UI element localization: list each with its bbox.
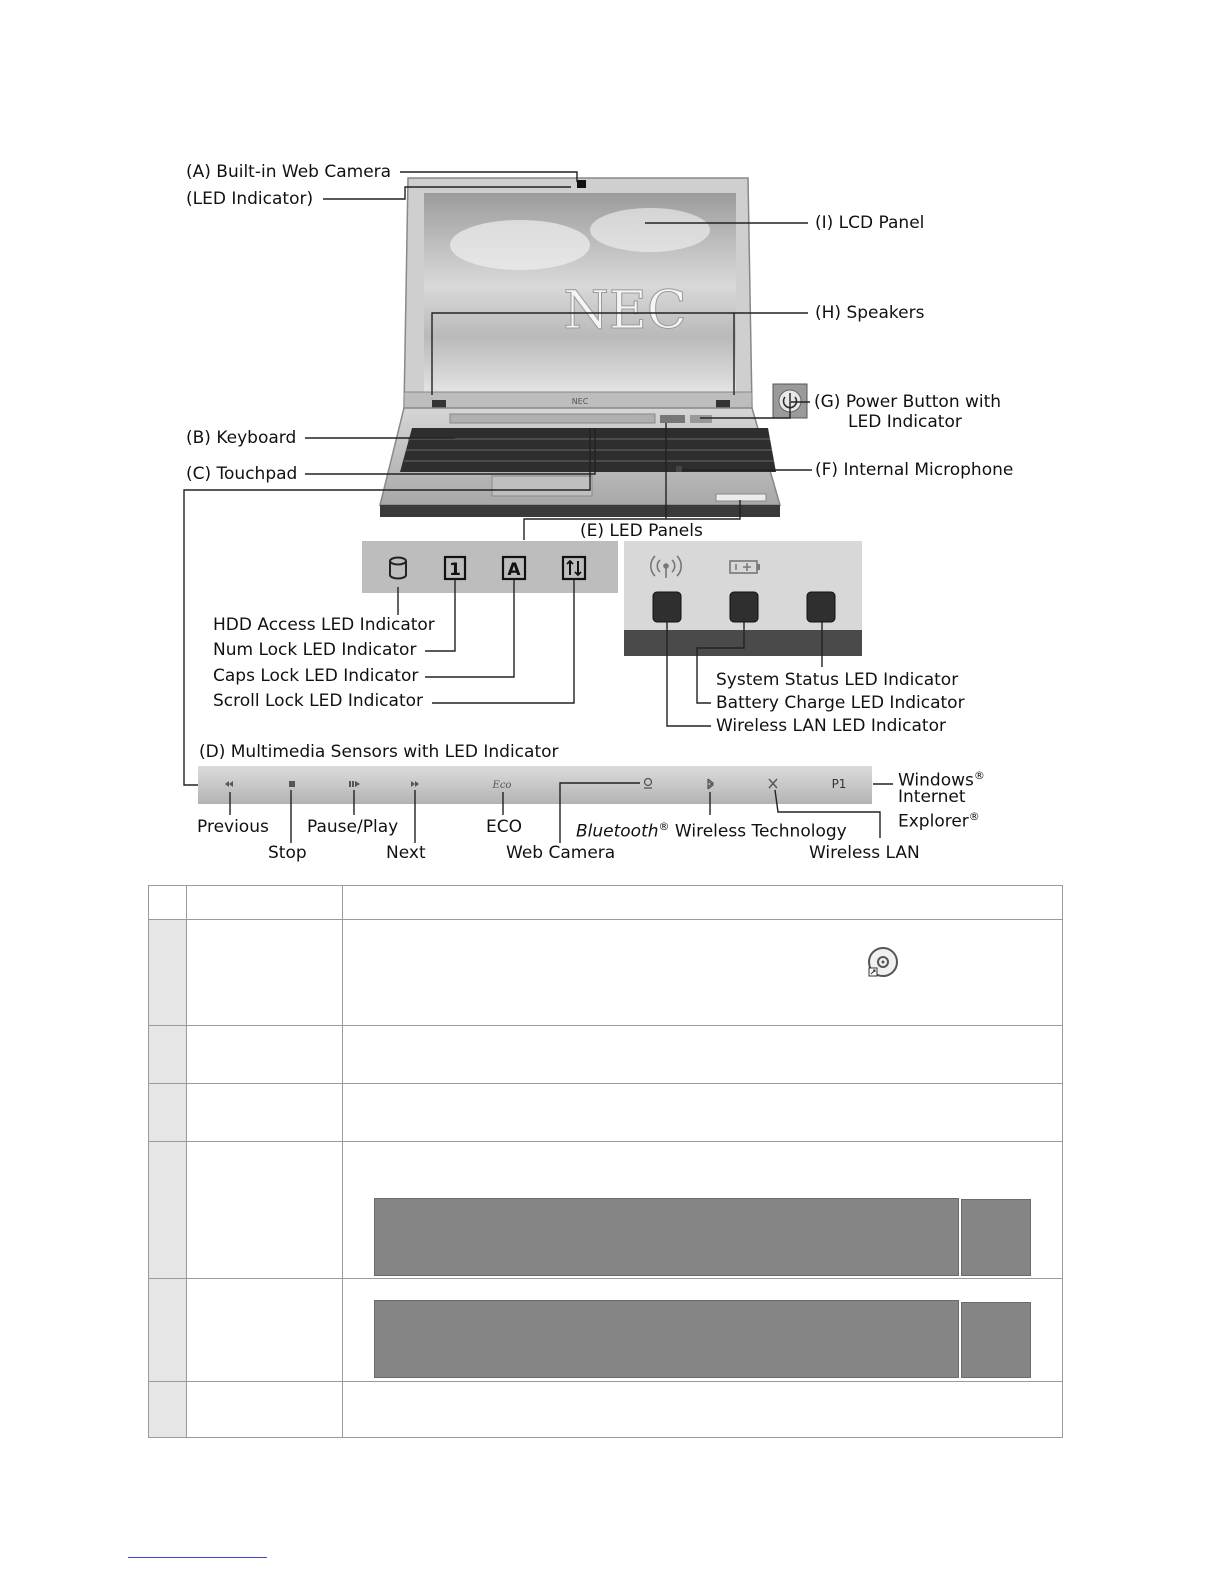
table-row	[148, 1083, 1063, 1142]
label-scroll: Scroll Lock LED Indicator	[213, 691, 424, 711]
eco-icon: Eco	[492, 780, 512, 791]
table-row	[148, 1381, 1063, 1438]
label-keyboard: (B) Keyboard	[186, 428, 297, 448]
camera-icon	[577, 180, 586, 188]
label-hdd: HDD Access LED Indicator	[213, 615, 435, 635]
label-pauseplay: Pause/Play	[307, 817, 399, 837]
battery-icon	[729, 560, 760, 574]
diagram-svg: NEC NEC 1	[183, 171, 893, 843]
label-eco: ECO	[486, 817, 522, 837]
label-touchpad: (C) Touchpad	[186, 464, 298, 484]
next-icon	[411, 781, 419, 787]
label-power-1: (G) Power Button with	[814, 392, 1002, 412]
label-battery: Battery Charge LED Indicator	[716, 693, 965, 713]
shaded-block	[374, 1300, 959, 1378]
footnote-rule	[128, 1557, 267, 1558]
led-panel-left	[362, 541, 618, 593]
bluetooth-icon	[707, 778, 714, 790]
p1-key: P1	[832, 777, 847, 791]
label-camera: (A) Built-in Web Camera	[186, 162, 392, 182]
label-ie-1: Windows®	[898, 769, 985, 791]
label-led-panels: (E) LED Panels	[580, 521, 703, 541]
label-power-2: LED Indicator	[848, 412, 962, 432]
label-speakers: (H) Speakers	[815, 303, 925, 323]
label-caps: Caps Lock LED Indicator	[213, 666, 419, 686]
label-webcam: Web Camera	[506, 843, 616, 863]
label-previous: Previous	[197, 817, 269, 837]
label-ie-2: Internet	[898, 787, 966, 807]
component-table	[148, 885, 1063, 1438]
table-row	[148, 1025, 1063, 1084]
label-wlan-led: Wireless LAN LED Indicator	[716, 716, 946, 736]
label-microphone: (F) Internal Microphone	[815, 460, 1014, 480]
multimedia-strip	[198, 766, 872, 804]
label-wlan: Wireless LAN	[809, 843, 920, 863]
screen-brand-logo: NEC	[563, 281, 686, 341]
label-multimedia: (D) Multimedia Sensors with LED Indicato…	[199, 742, 559, 762]
label-next: Next	[386, 843, 426, 863]
table-header-row	[148, 885, 1063, 920]
label-ie-3: Explorer®	[898, 810, 980, 832]
svg-text:1: 1	[449, 560, 461, 580]
table-row	[148, 919, 1063, 1026]
wireless-icon	[650, 555, 682, 578]
pause-play-icon	[349, 781, 360, 787]
touchpad	[491, 475, 593, 497]
label-system: System Status LED Indicator	[716, 670, 959, 690]
disc-icon	[868, 947, 898, 977]
table-row	[148, 1278, 1063, 1382]
label-num: Num Lock LED Indicator	[213, 640, 417, 660]
wlan-icon	[768, 778, 778, 789]
hdd-icon	[389, 556, 407, 580]
label-stop: Stop	[268, 843, 307, 863]
shaded-block	[961, 1302, 1031, 1378]
svg-text:A: A	[507, 560, 521, 580]
label-camera-led: (LED Indicator)	[186, 189, 314, 209]
label-bluetooth: Bluetooth® Wireless Technology	[576, 820, 847, 842]
shaded-block	[374, 1198, 959, 1276]
previous-icon	[225, 781, 233, 787]
webcam-icon	[643, 777, 653, 789]
stop-icon	[289, 781, 295, 787]
shaded-block	[961, 1199, 1031, 1276]
label-lcd: (I) LCD Panel	[815, 213, 925, 233]
svg-text:NEC: NEC	[572, 397, 589, 406]
laptop-diagram: NEC NEC 1	[183, 162, 1014, 863]
table-row	[148, 1141, 1063, 1279]
